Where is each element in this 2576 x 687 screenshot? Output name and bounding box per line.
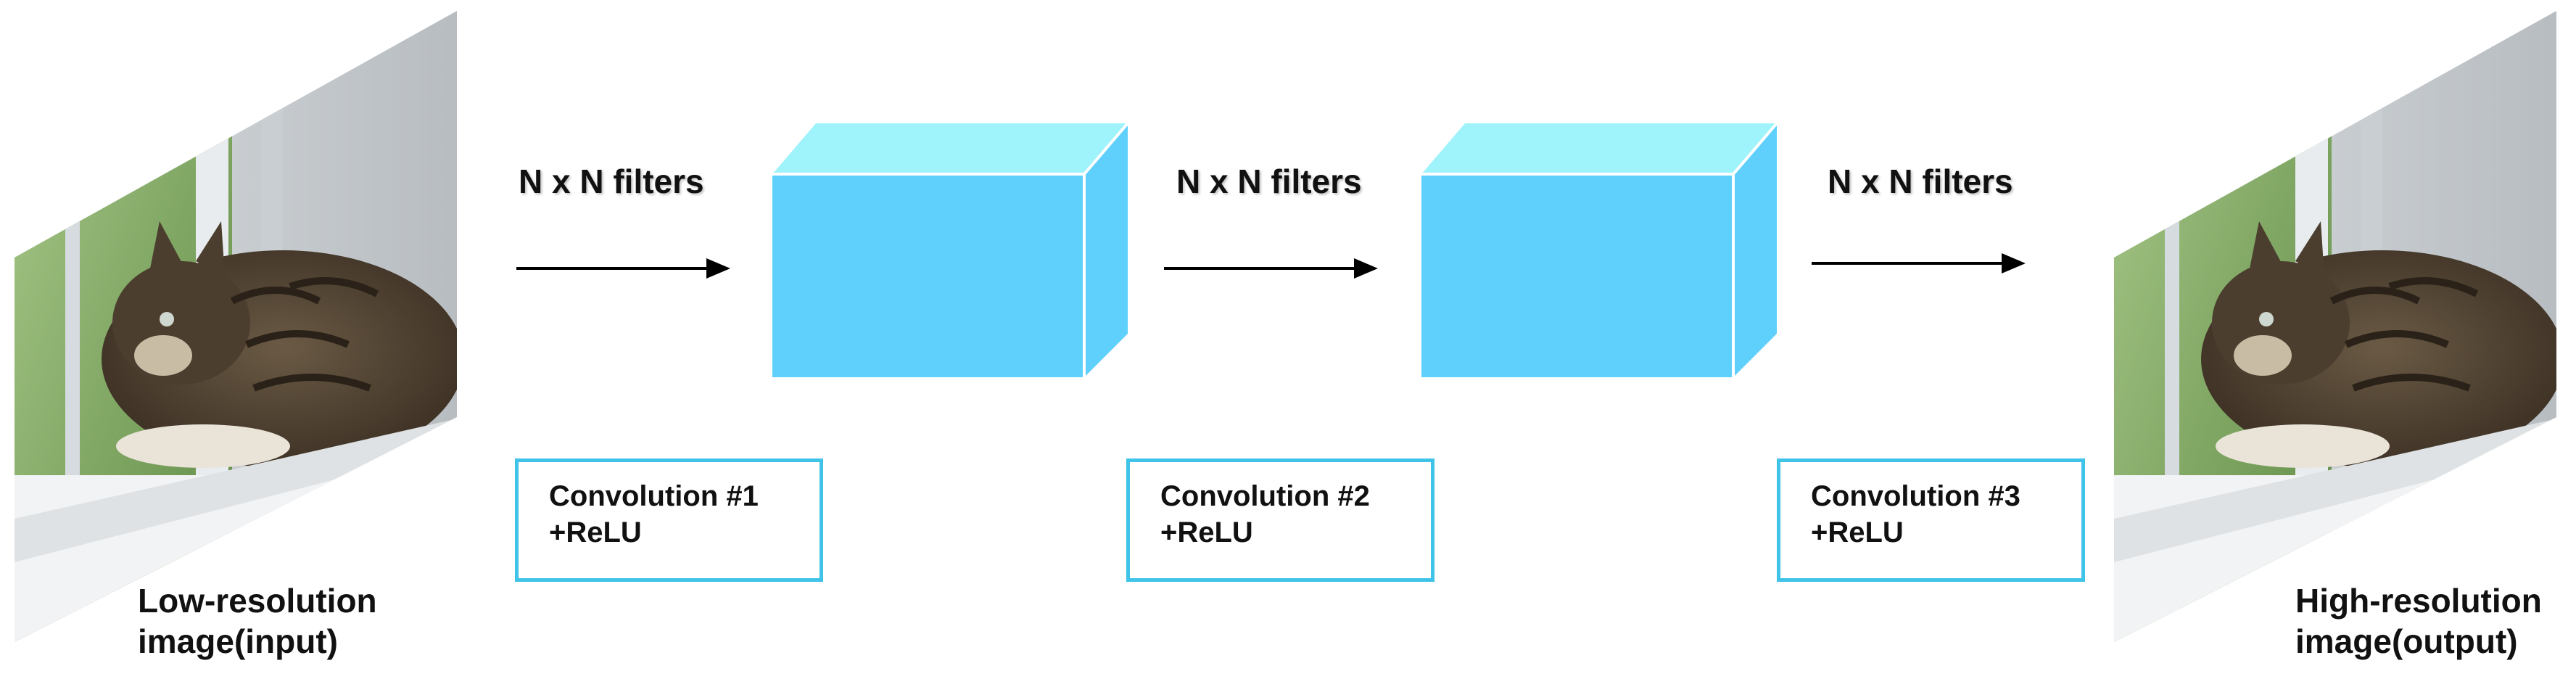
cube-1-front-face <box>772 174 1084 377</box>
output-caption: High-resolution image(output) <box>2295 580 2542 662</box>
filter-label-1: N x N filters <box>519 163 704 200</box>
relu-label-1: +ReLU <box>549 517 642 548</box>
feature-map-cube-2 <box>1421 123 1778 377</box>
feature-map-cube-1 <box>772 123 1129 377</box>
filter-label-2: N x N filters <box>1176 163 1362 200</box>
convolution-label-3: Convolution #3 <box>1811 480 2020 512</box>
input-caption: Low-resolution image(input) <box>138 580 377 662</box>
cube-2-front-face <box>1421 174 1733 377</box>
arrow-1 <box>516 258 730 279</box>
filter-label-3: N x N filters <box>1828 163 2013 200</box>
cube-1-side-face <box>1084 123 1128 377</box>
output-caption-line1: High-resolution <box>2295 582 2542 620</box>
convolution-box-1: Convolution #1 +ReLU <box>515 458 823 582</box>
cube-2-side-face <box>1733 123 1777 377</box>
cube-2-top-face <box>1421 123 1777 174</box>
convolution-label-2: Convolution #2 <box>1160 480 1370 512</box>
input-caption-line2: image(input) <box>138 622 338 660</box>
convolution-box-2: Convolution #2 +ReLU <box>1126 458 1434 582</box>
input-cat-photo <box>15 11 457 642</box>
convolution-label-1: Convolution #1 <box>549 480 759 512</box>
output-cat-photo <box>2114 11 2556 642</box>
convolution-box-3: Convolution #3 +ReLU <box>1777 458 2085 582</box>
relu-label-3: +ReLU <box>1811 517 1904 548</box>
arrow-3 <box>1812 253 2026 273</box>
relu-label-2: +ReLU <box>1160 517 1253 548</box>
input-caption-line1: Low-resolution <box>138 582 377 620</box>
cube-1-top-face <box>772 123 1128 174</box>
arrow-2 <box>1164 258 1378 279</box>
output-caption-line2: image(output) <box>2295 622 2518 660</box>
